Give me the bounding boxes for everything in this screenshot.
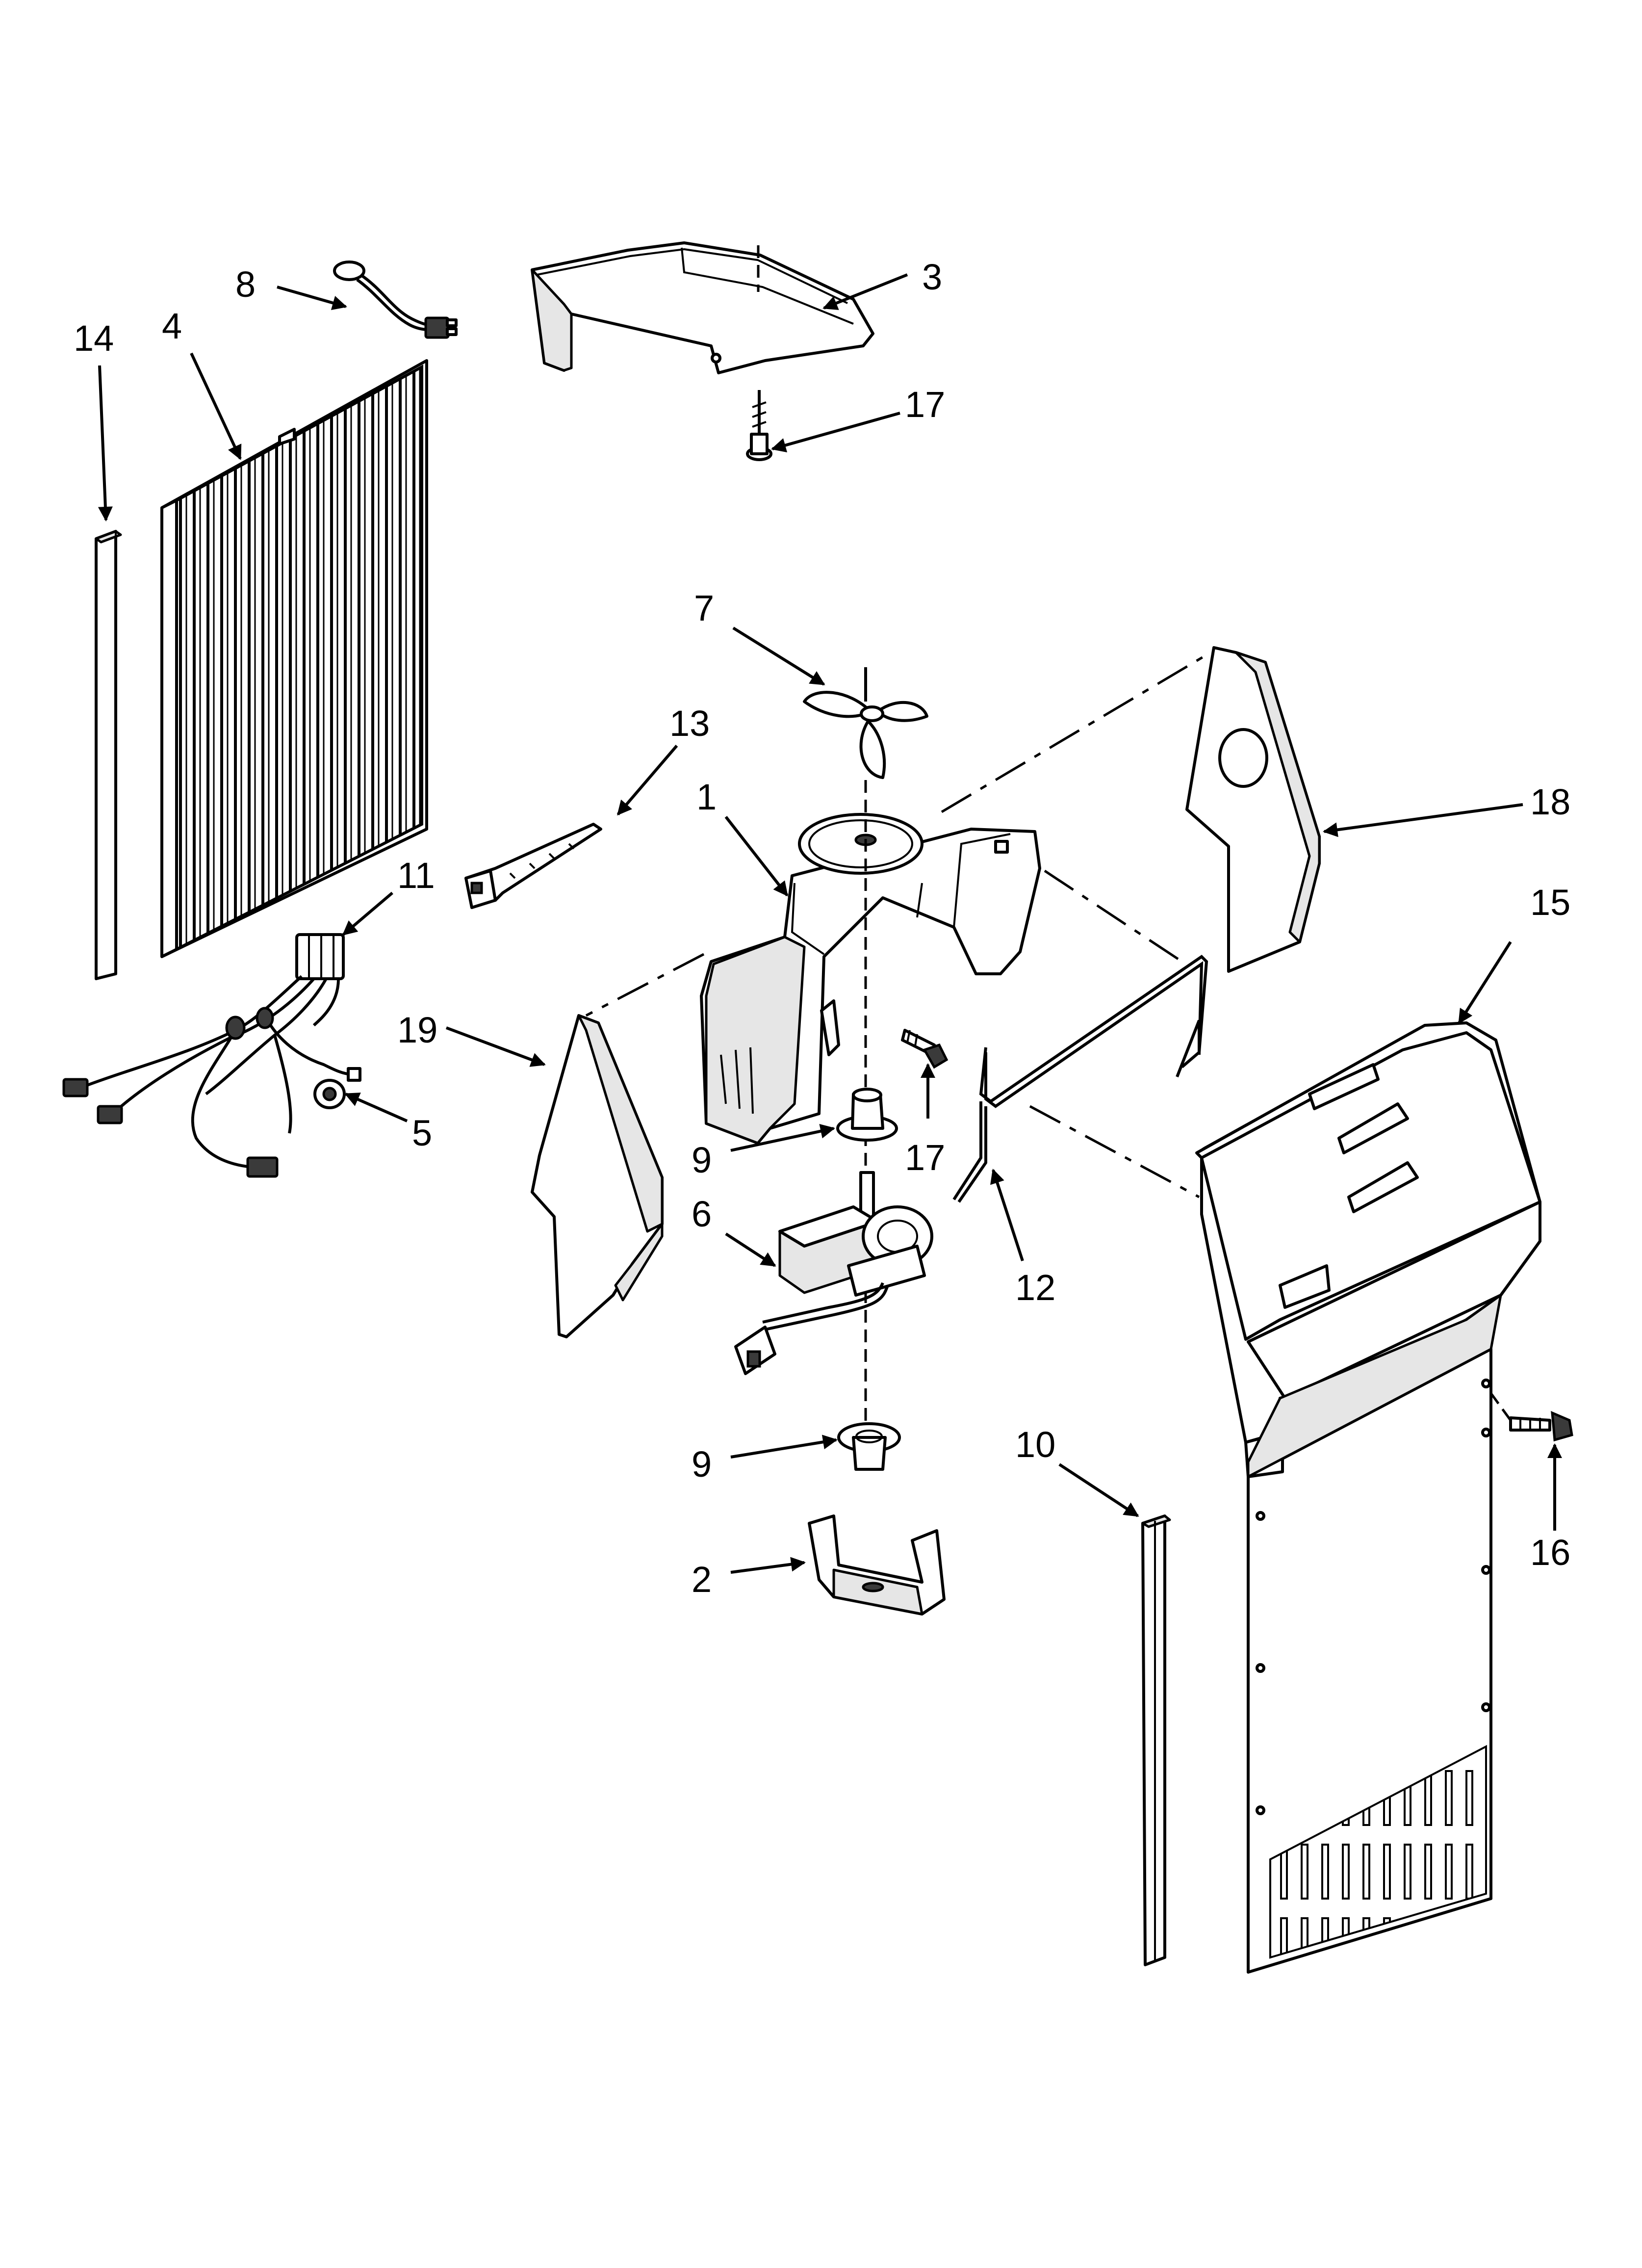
- part-8-thermistor-sensor: [333, 261, 458, 339]
- part-1-fan-shroud-housing: [700, 813, 1041, 1145]
- callout-2: 2: [692, 1559, 712, 1600]
- callout-19: 19: [397, 1010, 437, 1050]
- callout-15: 15: [1530, 882, 1570, 923]
- part-11-wire-harness: [62, 933, 361, 1178]
- part-16-screw-right: [1489, 1392, 1573, 1442]
- callout-10: 10: [1015, 1424, 1055, 1465]
- part-3-air-duct-cover: [531, 241, 874, 374]
- callout-17-top: 17: [905, 384, 945, 425]
- part-9-grommet-upper: [836, 1088, 898, 1142]
- callout-12: 12: [1015, 1267, 1055, 1308]
- callout-13: 13: [669, 703, 710, 744]
- callout-18: 18: [1530, 782, 1570, 822]
- part-13-cable-tie: [464, 823, 602, 909]
- part-15-rear-panel-cover: [1195, 1021, 1541, 1974]
- callout-labels: 3 8 4 14 17 7 13 1 18 15 11 19 5 9 17 6 …: [74, 257, 1570, 1600]
- callout-11: 11: [397, 855, 435, 896]
- part-9-grommet-lower: [837, 1422, 901, 1471]
- part-2-motor-bracket: [808, 1514, 946, 1616]
- callout-17-middle: 17: [905, 1137, 945, 1178]
- part-17-screw-middle: [901, 1029, 949, 1069]
- part-19-left-air-baffle: [531, 1014, 664, 1338]
- part-6-fan-motor: [734, 1171, 933, 1375]
- part-4-evaporator-coil-panel: [160, 359, 428, 958]
- part-14-gasket-strip-left: [95, 530, 122, 980]
- callout-4: 4: [162, 306, 182, 346]
- leader-lines: [98, 273, 1562, 1574]
- part-17-screw-top: [746, 390, 772, 461]
- part-7-fan-blade: [803, 667, 928, 779]
- callout-1: 1: [696, 777, 717, 817]
- callout-16: 16: [1530, 1532, 1570, 1573]
- part-5-harness-grommet: [313, 1079, 346, 1109]
- callout-9-lower: 9: [692, 1444, 712, 1485]
- callout-14: 14: [74, 318, 114, 359]
- part-18-right-air-baffle: [1185, 646, 1321, 973]
- callout-5: 5: [412, 1113, 432, 1153]
- part-10-gasket-strip-right: [1141, 1514, 1171, 1966]
- callout-9-upper: 9: [692, 1140, 712, 1180]
- callout-7: 7: [694, 588, 714, 628]
- part-12-wire-support: [952, 955, 1208, 1203]
- callout-3: 3: [922, 257, 942, 297]
- callout-8: 8: [235, 264, 256, 305]
- alignment-lines: [585, 653, 1207, 1199]
- callout-6: 6: [692, 1194, 712, 1234]
